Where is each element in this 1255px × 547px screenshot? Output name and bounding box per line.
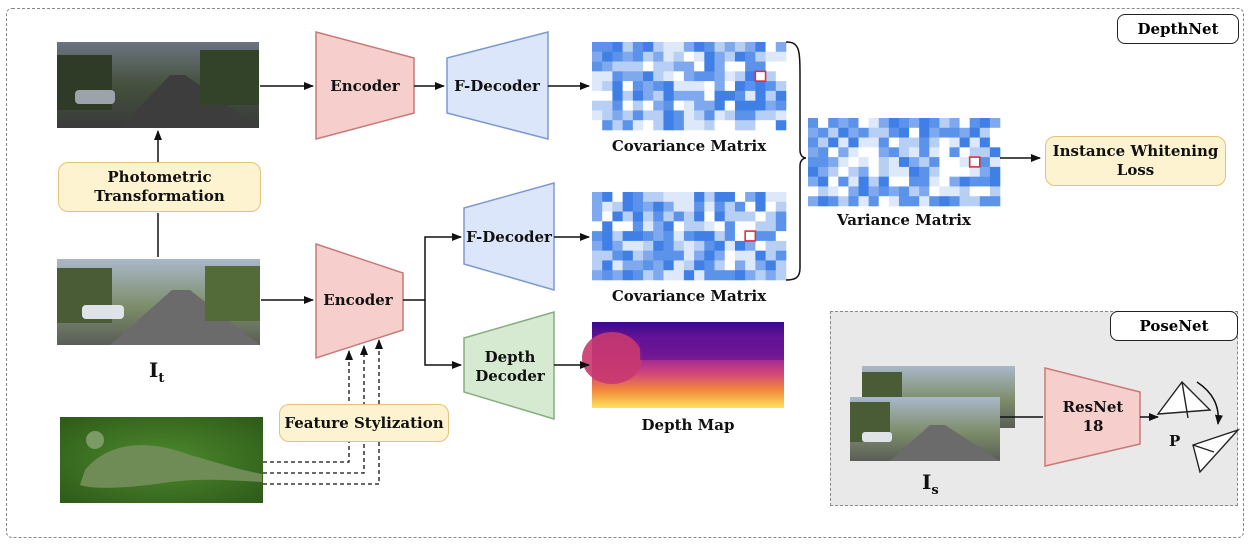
encoder-top-label: Encoder bbox=[330, 77, 401, 95]
iguana-image bbox=[60, 417, 263, 503]
covariance-matrix-top bbox=[592, 42, 787, 131]
depth-decoder-label: Depth Decoder bbox=[475, 348, 545, 385]
pose-symbol: P bbox=[1169, 432, 1181, 450]
fdecoder-top-block bbox=[446, 31, 549, 140]
photometric-transformation-box: Photometric Transformation bbox=[58, 162, 261, 212]
source-image-front bbox=[850, 397, 1000, 461]
feature-stylization-box: Feature Stylization bbox=[279, 404, 449, 442]
resnet-label: ResNet 18 bbox=[1062, 398, 1124, 435]
street-image-target bbox=[57, 259, 260, 345]
encoder-main-label: Encoder bbox=[323, 291, 394, 309]
depthnet-frame bbox=[6, 8, 1244, 538]
variance-matrix bbox=[808, 118, 1001, 207]
source-image-symbol: Is bbox=[922, 470, 939, 498]
street-image-transformed bbox=[57, 42, 259, 128]
connector-arrows bbox=[154, 41, 1223, 425]
posenet-tag: PoseNet bbox=[1110, 311, 1238, 341]
pose-camera-icons bbox=[1156, 380, 1241, 474]
variance-matrix-caption: Variance Matrix bbox=[837, 211, 971, 229]
stylization-dashed-arrows bbox=[263, 339, 383, 485]
depth-map-image bbox=[582, 322, 784, 408]
covariance-matrix-mid bbox=[592, 192, 787, 281]
fdecoder-mid-label: F-Decoder bbox=[466, 228, 553, 246]
depth-map-caption: Depth Map bbox=[641, 416, 735, 434]
covariance-matrix-top-caption: Covariance Matrix bbox=[611, 137, 767, 155]
depthnet-tag: DepthNet bbox=[1117, 14, 1239, 44]
fdecoder-mid-block bbox=[463, 182, 555, 291]
covariance-matrix-mid-caption: Covariance Matrix bbox=[611, 287, 767, 305]
depth-decoder-block bbox=[463, 311, 555, 421]
instance-whitening-loss-box: Instance Whitening Loss bbox=[1045, 136, 1226, 186]
fdecoder-top-label: F-Decoder bbox=[454, 77, 541, 95]
resnet-block bbox=[1044, 367, 1141, 467]
encoder-main-block bbox=[315, 242, 404, 360]
encoder-top-block bbox=[315, 31, 415, 140]
target-image-symbol: It bbox=[149, 358, 165, 386]
